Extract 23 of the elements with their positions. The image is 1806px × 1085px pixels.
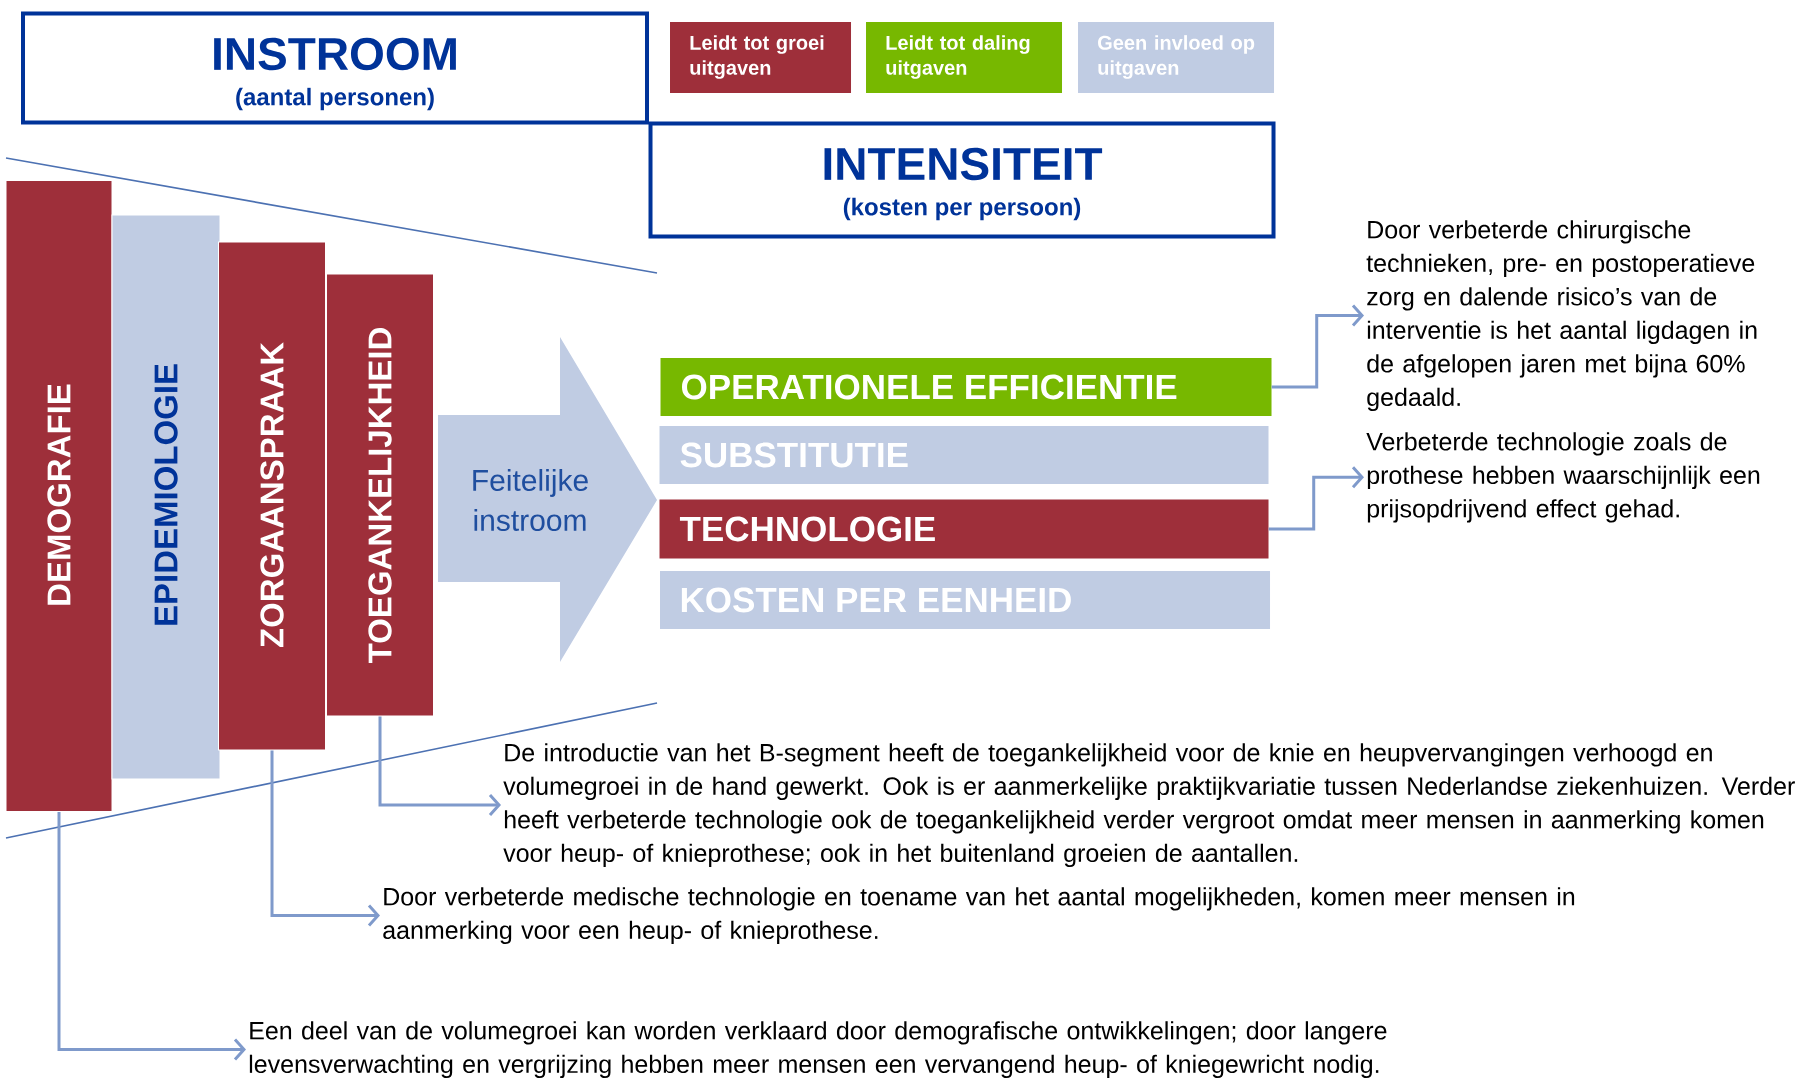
annotation-text: Door verbeterde chirurgische technieken, pre- en postoperatieve zorg en dalende risico’s van de interventie is het aantal ligdagen in de afgelopen jaren met bijna 60% gedaald. (1366, 220, 1757, 411)
factor-bar: SUBSTITUTIE (659, 426, 1269, 484)
legend-item: Leidt tot groei uitgaven (670, 22, 851, 93)
connector-arrow (1268, 466, 1364, 531)
connector-arrow (270, 750, 380, 927)
factor-bar: KOSTEN PER EENHEID (660, 571, 1270, 629)
annotation-text: Verbeterde technologie zoals de prothese hebben waarschijnlijk een prijsopdrijvend effect gehad. (1366, 432, 1760, 523)
connector-arrow (378, 716, 501, 817)
annotation-text: De introductie van het B-segment heeft de toegankelijkheid voor de knie en heupvervangingen verhoogd en volumegroei in de hand gewerkt. Ook is er aanmerkelijke praktijkvariatie tussen Nederlandse ziekenhuizen. Verder heeft verbeterde technologie ook de toegankelijkheid verder vergroot omdat meer mensen in aanmerking komen voor heup- of knieprothese; ook in het buitenland groeien de aantallen. (503, 743, 1795, 867)
connector-arrow (57, 812, 246, 1061)
header-box: INSTROOM (aantal personen) (21, 11, 649, 125)
annotation-text: Een deel van de volumegroei kan worden verklaard door demografische ontwikkelingen; door langere levensverwachting en vergrijzing hebben meer mensen een vervangend heup- of kniegewricht nodig. (249, 1021, 1387, 1078)
legend-item: Leidt tot daling uitgaven (866, 22, 1062, 93)
factor-bar: OPERATIONELE EFFICIENTIE (660, 358, 1272, 416)
vertical-bar: TOEGANKELIJKHEID (326, 273, 434, 717)
vertical-bar: DEMOGRAFIE (5, 180, 113, 812)
header-box: INTENSITEIT (kosten per persoon) (648, 121, 1276, 239)
annotation-text: Door verbeterde medische technologie en toename van het aantal mogelijkheden, komen meer mensen in aanmerking voor een heup- of knieprothese. (383, 887, 1575, 944)
legend-item: Geen invloed op uitgaven (1078, 22, 1274, 93)
vertical-bar: EPIDEMIOLOGIE (111, 214, 221, 780)
connector-arrow (1271, 304, 1364, 389)
factor-bar: TECHNOLOGIE (659, 499, 1269, 559)
vertical-bar: ZORGAANSPRAAK (218, 241, 326, 751)
